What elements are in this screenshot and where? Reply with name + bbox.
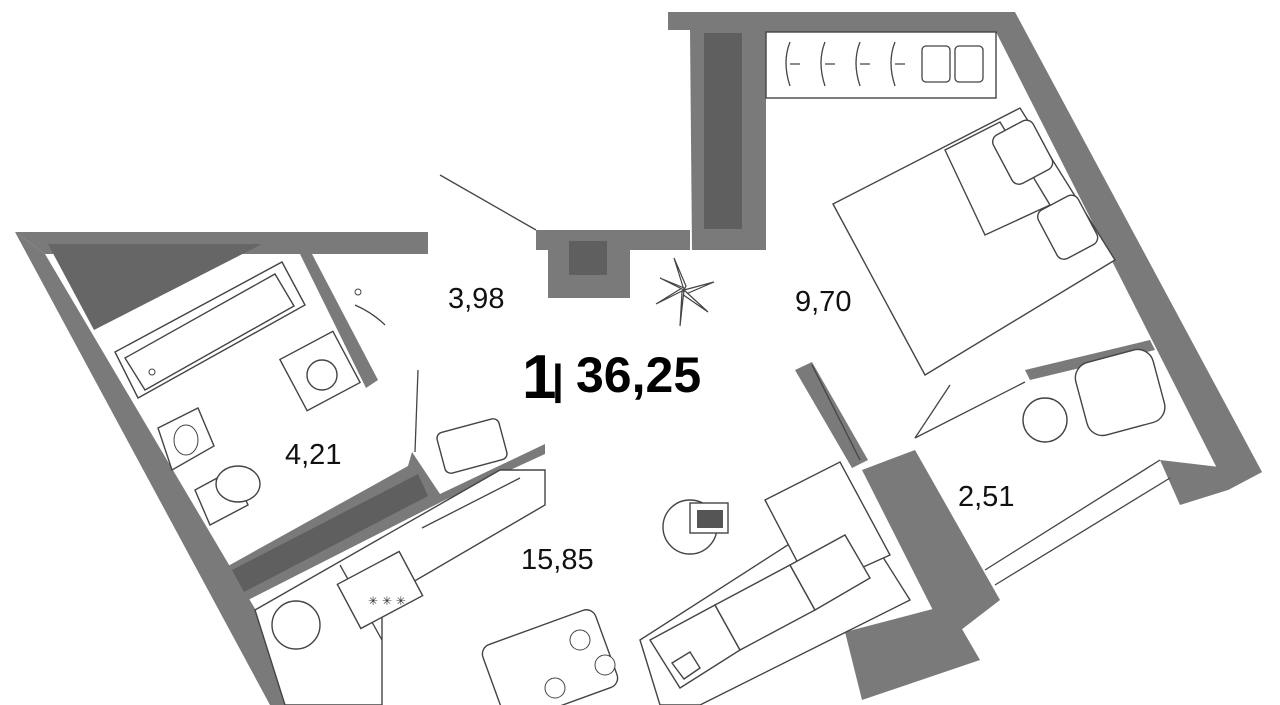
- column: [569, 241, 607, 275]
- plant: [655, 257, 715, 327]
- walls: [15, 12, 1262, 705]
- kitchen-niche: [232, 474, 428, 592]
- bed: [832, 107, 1116, 376]
- bathroom-wall: [300, 254, 378, 388]
- area-labels: 3,98 9,70 4,21 2,51 15,85: [285, 283, 1014, 576]
- hanger: [354, 288, 386, 326]
- sink-bath: [157, 407, 215, 472]
- balcony-area: 2,51: [958, 481, 1014, 513]
- bathroom-area: 4,21: [285, 439, 341, 471]
- right-outer-wall: [995, 12, 1262, 490]
- shaft: [48, 244, 262, 330]
- washing-machine: [278, 330, 362, 412]
- right-bottom-wall: [1160, 460, 1262, 505]
- bedroom-divider: [1025, 340, 1155, 380]
- top-wall: [668, 12, 1015, 32]
- total-area: 36,25: [576, 347, 701, 403]
- balcony-bottom-wall: [845, 605, 980, 700]
- corridor-area: 3,98: [448, 283, 504, 315]
- bedroom-area: 9,70: [795, 286, 851, 318]
- shoe-rack: [436, 418, 508, 474]
- sofa: [639, 461, 912, 705]
- bathtub: [114, 261, 306, 399]
- kitchen-counter: ✳ ✳ ✳: [254, 469, 546, 705]
- armchair: [1022, 348, 1166, 443]
- toilet: [194, 465, 261, 526]
- left-outer-wall: [15, 232, 312, 705]
- separator: |: [552, 356, 564, 404]
- rooms-count: 1: [522, 343, 556, 412]
- summary-label: 1 | 36,25: [522, 343, 701, 412]
- corridor-wall: [536, 230, 690, 298]
- dining-table: [481, 609, 619, 705]
- storage-niche: [704, 33, 742, 229]
- balcony-left-wall: [862, 450, 1000, 640]
- outline-lines: [414, 174, 1171, 586]
- wardrobe: [765, 31, 997, 99]
- living-kitchen-area: 15,85: [521, 544, 594, 576]
- bedroom-left-wall: [795, 362, 868, 468]
- svg-text:✳ ✳ ✳: ✳ ✳ ✳: [368, 594, 406, 608]
- coffee-table: [662, 499, 729, 555]
- kitchen-wall: [228, 444, 545, 600]
